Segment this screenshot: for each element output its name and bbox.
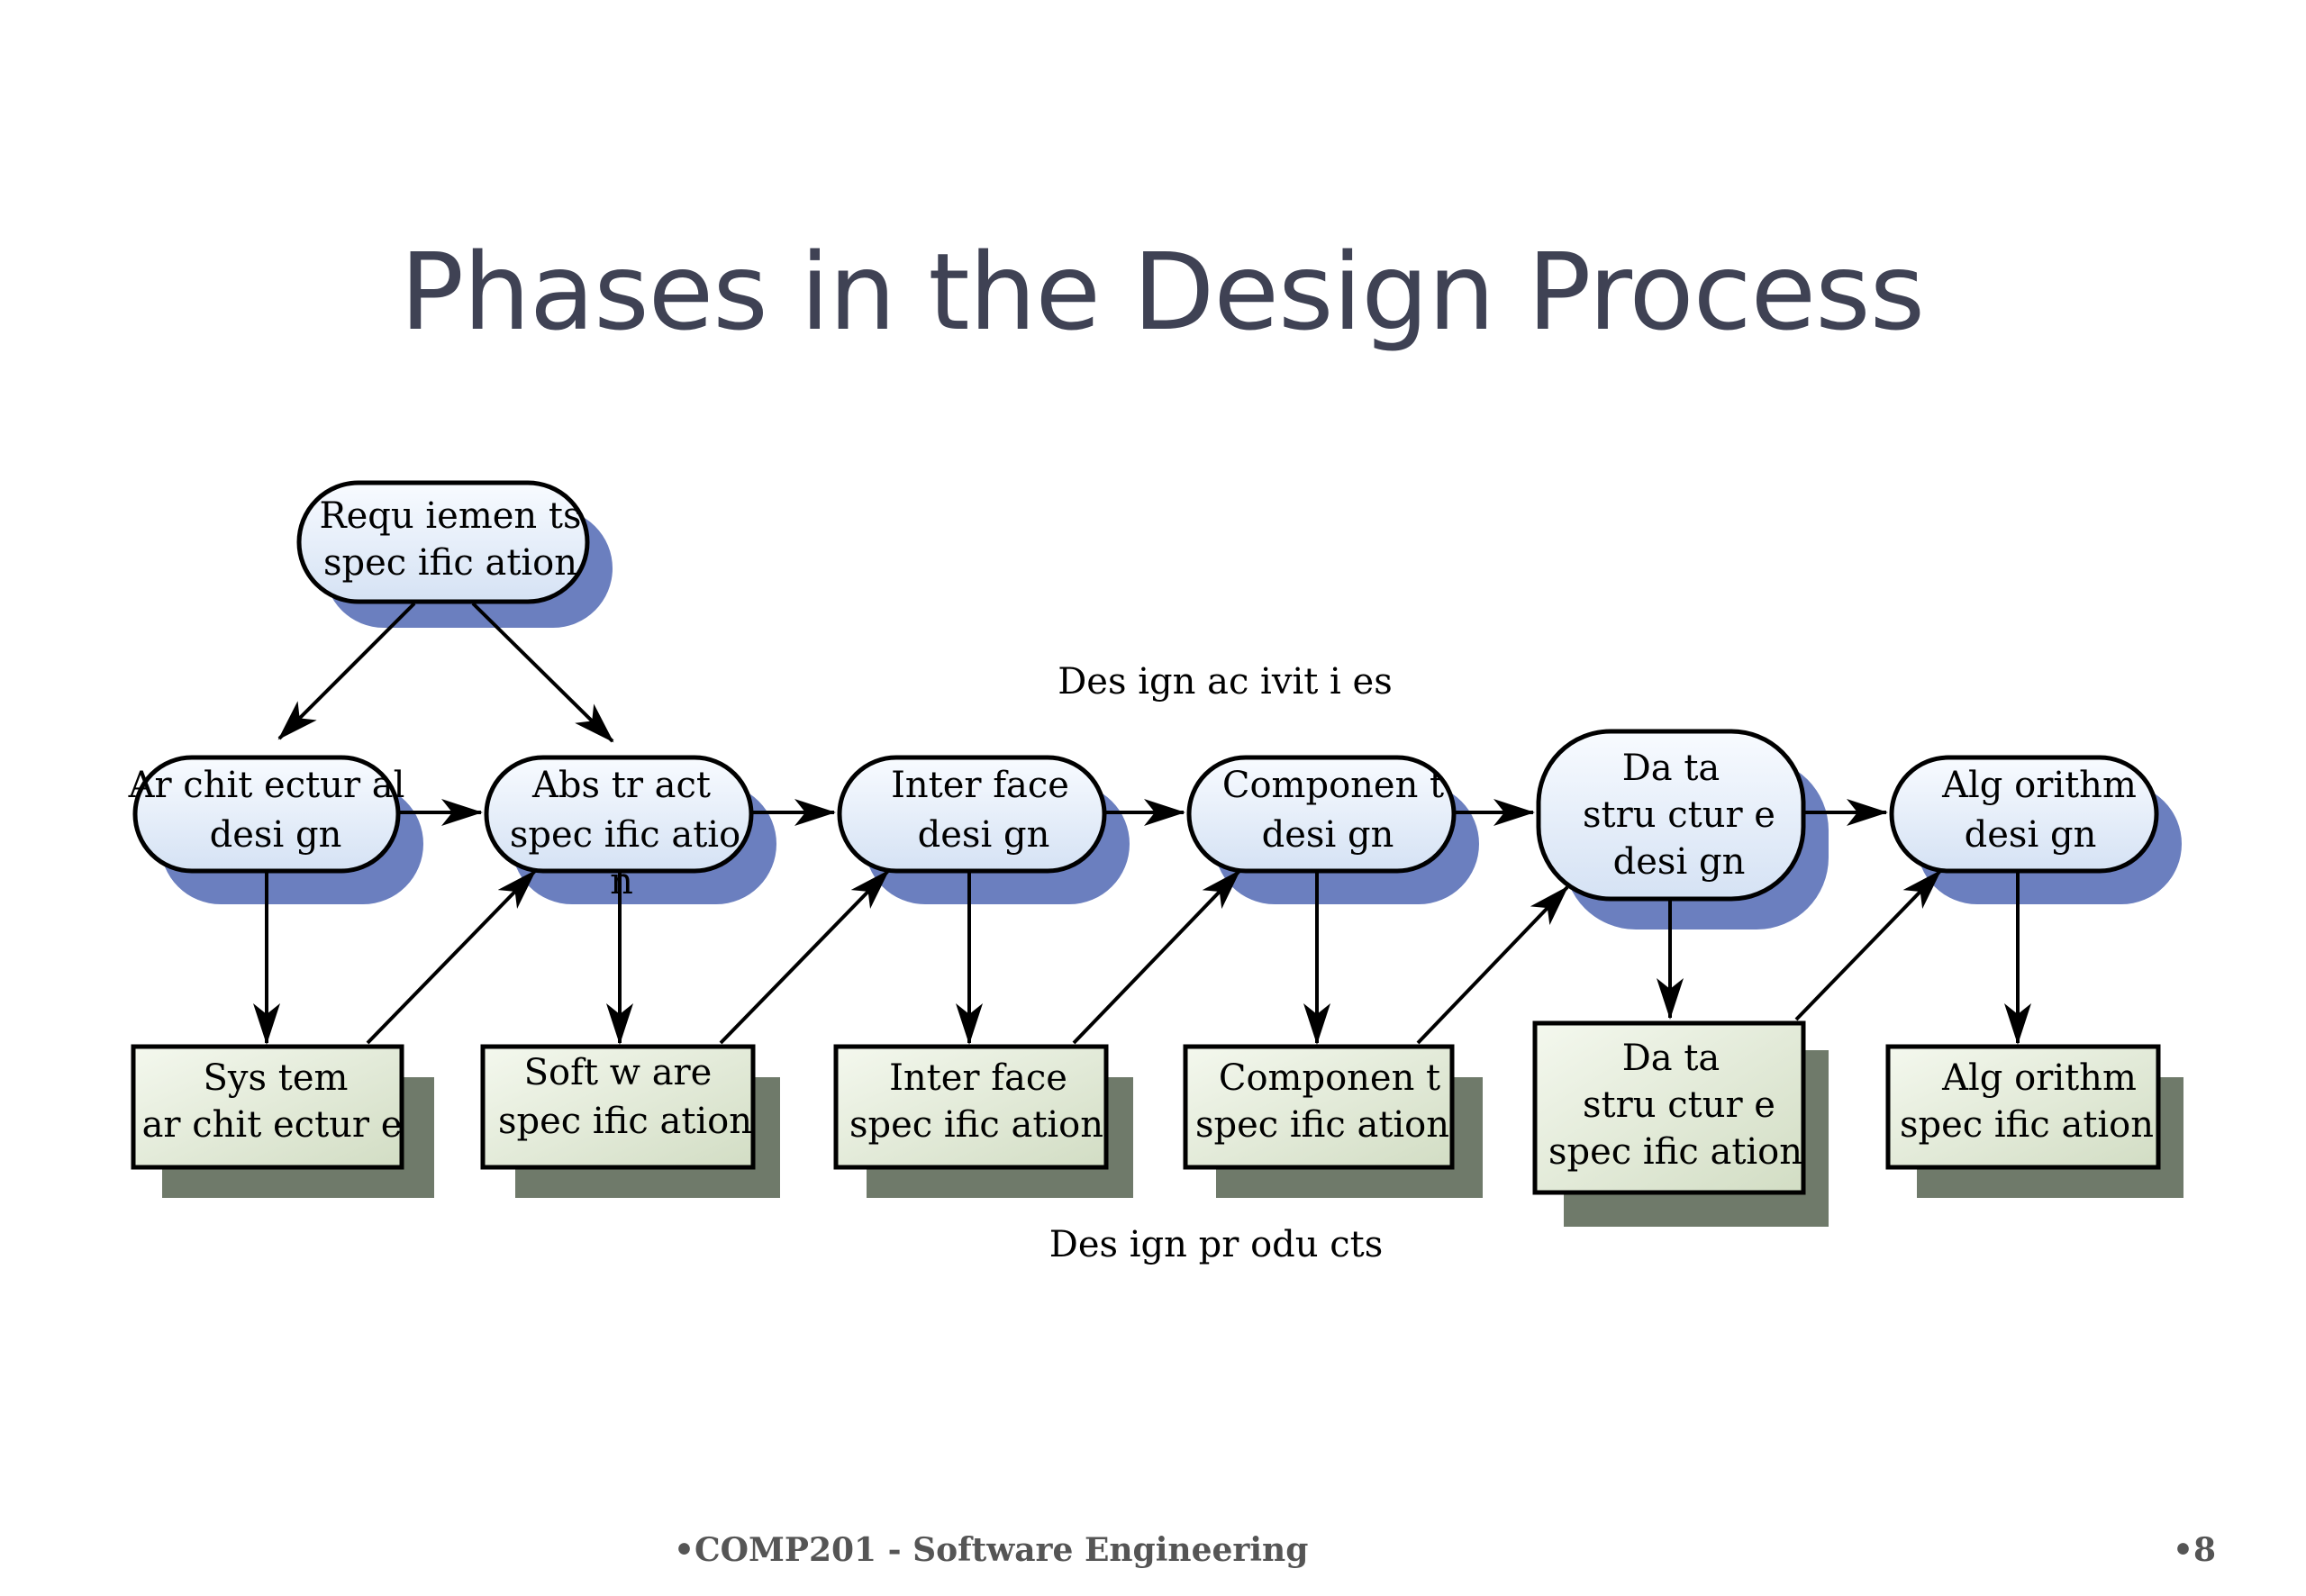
product-algorithm-specification-line-2: spec ific ation xyxy=(1900,1104,2154,1146)
activity-interface-line-1: Inter face xyxy=(891,765,1069,806)
requirements-line-1: Requ iemen ts xyxy=(319,495,581,537)
product-software-specification-line-2: spec ific ation xyxy=(498,1101,752,1142)
product-data-structure-line-2: stru ctur e xyxy=(1583,1084,1775,1126)
arrow-component-specification-to-data-structure xyxy=(1416,885,1569,1045)
product-system-architecture-line-1: Sys tem xyxy=(204,1057,349,1099)
product-software-specification-line-1: Soft w are xyxy=(524,1052,713,1093)
arrow-data-structure-specification-to-algorithm xyxy=(1794,869,1942,1021)
arrow-software-specification-to-interface xyxy=(719,869,890,1045)
arrow-req-to-abstract xyxy=(471,602,614,743)
activity-architectural-line-2: desi gn xyxy=(210,814,342,856)
product-software-specification: Soft w are spec ific ation xyxy=(480,1044,756,1170)
activity-component-line-2: desi gn xyxy=(1262,814,1394,856)
product-system-architecture-line-2: ar chit ectur e xyxy=(142,1104,403,1146)
product-data-structure-line-3: spec ific ation xyxy=(1548,1131,1802,1173)
activity-algorithm-line-1: Alg orithm xyxy=(1941,765,2137,806)
product-algorithm-specification-line-1: Alg orithm xyxy=(1941,1057,2137,1099)
activity-abstract-line-2: spec ific atio xyxy=(510,814,740,856)
product-component-specification: Componen t spec ific ation xyxy=(1183,1044,1455,1170)
arrow-interface-specification-to-component xyxy=(1072,869,1241,1045)
activity-architectural-design: Ar chit ectur al desi gn xyxy=(128,755,405,874)
activity-abstract-line-1: Abs tr act xyxy=(531,765,711,806)
design-activities-label: Des ign ac ivit i es xyxy=(1058,661,1393,703)
design-products-label: Des ign pr odu cts xyxy=(1049,1224,1383,1265)
activity-algorithm-design: Alg orithm desi gn xyxy=(1889,755,2159,874)
arrow-req-to-architectural xyxy=(277,602,416,740)
product-data-structure-specification: Da ta stru ctur e spec ific ation xyxy=(1532,1020,1806,1195)
slide-title: Phases in the Design Process xyxy=(399,230,1925,354)
product-data-structure-line-1: Da ta xyxy=(1622,1038,1720,1079)
activity-interface-design: Inter face desi gn xyxy=(837,755,1107,874)
product-to-activity-arrows xyxy=(366,869,1942,1045)
activity-to-product-arrows xyxy=(253,871,2031,1045)
activity-data-structure-design: Da ta stru ctur e desi gn xyxy=(1536,729,1806,902)
product-shadows xyxy=(162,1050,2183,1227)
activity-data-structure-line-3: desi gn xyxy=(1613,841,1746,883)
product-component-specification-line-2: spec ific ation xyxy=(1195,1104,1449,1146)
activity-data-structure-line-2: stru ctur e xyxy=(1583,794,1775,836)
product-interface-specification-line-2: spec ific ation xyxy=(849,1104,1103,1146)
activity-algorithm-line-2: desi gn xyxy=(1965,814,2097,856)
footer-course-label: •COMP201 - Software Engineering xyxy=(674,1531,1309,1569)
product-system-architecture: Sys tem ar chit ectur e xyxy=(131,1044,404,1170)
product-algorithm-specification: Alg orithm spec ific ation xyxy=(1885,1044,2161,1170)
activity-architectural-line-1: Ar chit ectur al xyxy=(128,765,405,806)
product-interface-specification: Inter face spec ific ation xyxy=(833,1044,1109,1170)
activity-component-design: Componen t desi gn xyxy=(1186,755,1457,874)
activity-shadows xyxy=(160,758,2182,929)
product-interface-specification-line-1: Inter face xyxy=(889,1057,1067,1099)
requirements-line-2: spec ific ation xyxy=(323,542,577,584)
footer-page-number: •8 xyxy=(2173,1531,2217,1569)
product-component-specification-line-1: Componen t xyxy=(1219,1057,1440,1099)
requirements-specification-node: Requ iemen ts spec ific ation xyxy=(296,480,613,628)
activity-data-structure-line-1: Da ta xyxy=(1622,748,1720,789)
activity-component-line-1: Componen t xyxy=(1222,765,1444,806)
arrow-system-architecture-to-abstract xyxy=(366,869,537,1045)
activity-interface-line-2: desi gn xyxy=(918,814,1050,856)
